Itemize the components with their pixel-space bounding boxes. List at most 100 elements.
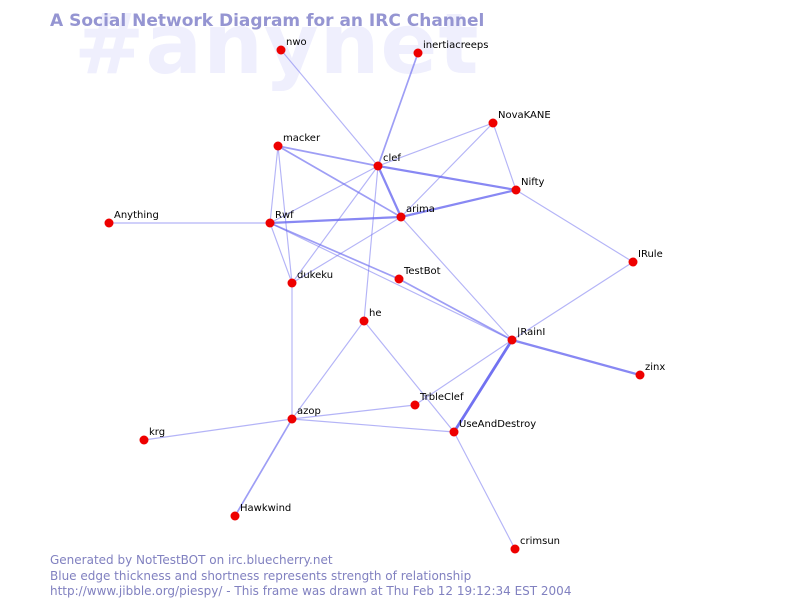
node-azop: azop bbox=[287, 406, 321, 424]
edge-clef-arima bbox=[376, 164, 403, 219]
node-dot bbox=[359, 316, 369, 326]
edge-UseAndDestroy-crimsun bbox=[453, 431, 516, 550]
edge-Rwf-RainI bbox=[269, 222, 513, 341]
edge-arima-RainI bbox=[400, 216, 513, 341]
node-nwo: nwo bbox=[276, 37, 307, 55]
edge-macker-Rwf bbox=[269, 145, 279, 224]
edge-he-azop bbox=[291, 320, 365, 420]
node-dot bbox=[628, 257, 638, 267]
edge-azop-krg bbox=[143, 418, 293, 441]
node-label: arima bbox=[406, 204, 435, 215]
node-label: IRule bbox=[638, 249, 663, 260]
node-label: |RainI bbox=[517, 327, 545, 338]
node-zinx: zinx bbox=[635, 362, 665, 380]
edges-layer bbox=[108, 49, 642, 550]
node-label: inertiacreeps bbox=[423, 40, 488, 51]
edge-arima-Nifty bbox=[399, 188, 518, 219]
node-label: crimsun bbox=[520, 536, 560, 547]
node-dot bbox=[507, 335, 517, 345]
footer-timestamp: http://www.jibble.org/piespy/ - This fra… bbox=[50, 584, 572, 598]
edge-macker-clef bbox=[277, 145, 379, 167]
edge-Rwf-dukeku bbox=[269, 222, 293, 284]
node-dot bbox=[394, 274, 404, 284]
edge-macker-arima bbox=[277, 145, 402, 218]
node-label: zinx bbox=[645, 362, 665, 373]
edge-azop-Hawkwind bbox=[234, 418, 293, 517]
edge-azop-UseAndDestroy bbox=[291, 418, 455, 433]
node-Hawkwind: Hawkwind bbox=[230, 503, 291, 521]
node-IRule: IRule bbox=[628, 249, 663, 267]
edge-TrbleClef-azop bbox=[291, 404, 416, 420]
node-dot bbox=[396, 212, 406, 222]
edge-inertiacreeps-clef bbox=[377, 52, 419, 167]
node-dot bbox=[413, 48, 423, 58]
node-dot bbox=[104, 218, 114, 228]
node-he: he bbox=[359, 308, 382, 326]
node-label: he bbox=[369, 308, 382, 319]
node-dot bbox=[635, 370, 645, 380]
node-clef: clef bbox=[373, 153, 401, 171]
edge-TestBot-RainI bbox=[398, 278, 513, 341]
edge-arima-Rwf bbox=[268, 215, 403, 225]
edge-clef-he bbox=[363, 165, 379, 322]
node-crimsun: crimsun bbox=[510, 536, 560, 554]
node-dot bbox=[410, 400, 420, 410]
node-dot bbox=[449, 427, 459, 437]
edge-NovaKANE-arima bbox=[400, 122, 494, 218]
edge-nwo-clef bbox=[280, 49, 379, 167]
node-dot bbox=[139, 435, 149, 445]
node-label: Nifty bbox=[521, 177, 545, 188]
edge-NovaKANE-Nifty bbox=[492, 122, 517, 191]
node-UseAndDestroy: UseAndDestroy bbox=[449, 419, 536, 437]
diagram-title: A Social Network Diagram for an IRC Chan… bbox=[50, 11, 485, 31]
node-label: Rwf bbox=[275, 210, 294, 221]
node-Nifty: Nifty bbox=[511, 177, 545, 195]
edge-IRule-RainI bbox=[511, 261, 634, 341]
node-RainI: |RainI bbox=[507, 327, 545, 345]
node-label: TestBot bbox=[403, 266, 441, 277]
edge-clef-dukeku bbox=[291, 165, 379, 284]
edge-RainI-UseAndDestroy bbox=[452, 338, 514, 434]
node-dot bbox=[276, 45, 286, 55]
node-label: Hawkwind bbox=[240, 503, 291, 514]
node-dot bbox=[273, 141, 283, 151]
footer-generated-by: Generated by NotTestBOT on irc.bluecherr… bbox=[50, 553, 333, 567]
node-Anything: Anything bbox=[104, 210, 159, 228]
node-dot bbox=[373, 161, 383, 171]
edge-NovaKANE-clef bbox=[377, 122, 494, 167]
node-arima: arima bbox=[396, 204, 435, 222]
node-dot bbox=[511, 185, 521, 195]
edge-RainI-TrbleClef bbox=[414, 339, 513, 406]
node-Rwf: Rwf bbox=[265, 210, 294, 228]
edge-he-UseAndDestroy bbox=[363, 320, 455, 433]
node-TestBot: TestBot bbox=[394, 266, 441, 284]
node-dot bbox=[230, 511, 240, 521]
node-dot bbox=[510, 544, 520, 554]
node-label: Anything bbox=[114, 210, 159, 221]
node-label: azop bbox=[297, 406, 321, 417]
node-label: nwo bbox=[286, 37, 307, 48]
node-label: krg bbox=[149, 427, 165, 438]
footer-legend: Blue edge thickness and shortness repres… bbox=[50, 569, 472, 583]
node-dukeku: dukeku bbox=[287, 270, 333, 288]
node-label: UseAndDestroy bbox=[459, 419, 536, 430]
node-NovaKANE: NovaKANE bbox=[488, 110, 551, 128]
node-macker: macker bbox=[273, 133, 321, 151]
node-dot bbox=[488, 118, 498, 128]
node-label: NovaKANE bbox=[498, 110, 551, 121]
node-TrbleClef: TrbleClef bbox=[410, 392, 464, 410]
node-krg: krg bbox=[139, 427, 165, 445]
node-label: TrbleClef bbox=[419, 392, 464, 403]
node-label: clef bbox=[383, 153, 401, 164]
edge-Rwf-TestBot bbox=[269, 222, 400, 280]
node-dot bbox=[287, 414, 297, 424]
node-label: dukeku bbox=[297, 270, 333, 281]
edge-RainI-zinx bbox=[510, 338, 642, 377]
node-dot bbox=[287, 278, 297, 288]
node-inertiacreeps: inertiacreeps bbox=[413, 40, 488, 58]
edge-clef-Nifty bbox=[376, 164, 518, 192]
node-label: macker bbox=[283, 133, 321, 144]
edge-arima-dukeku bbox=[291, 216, 402, 284]
